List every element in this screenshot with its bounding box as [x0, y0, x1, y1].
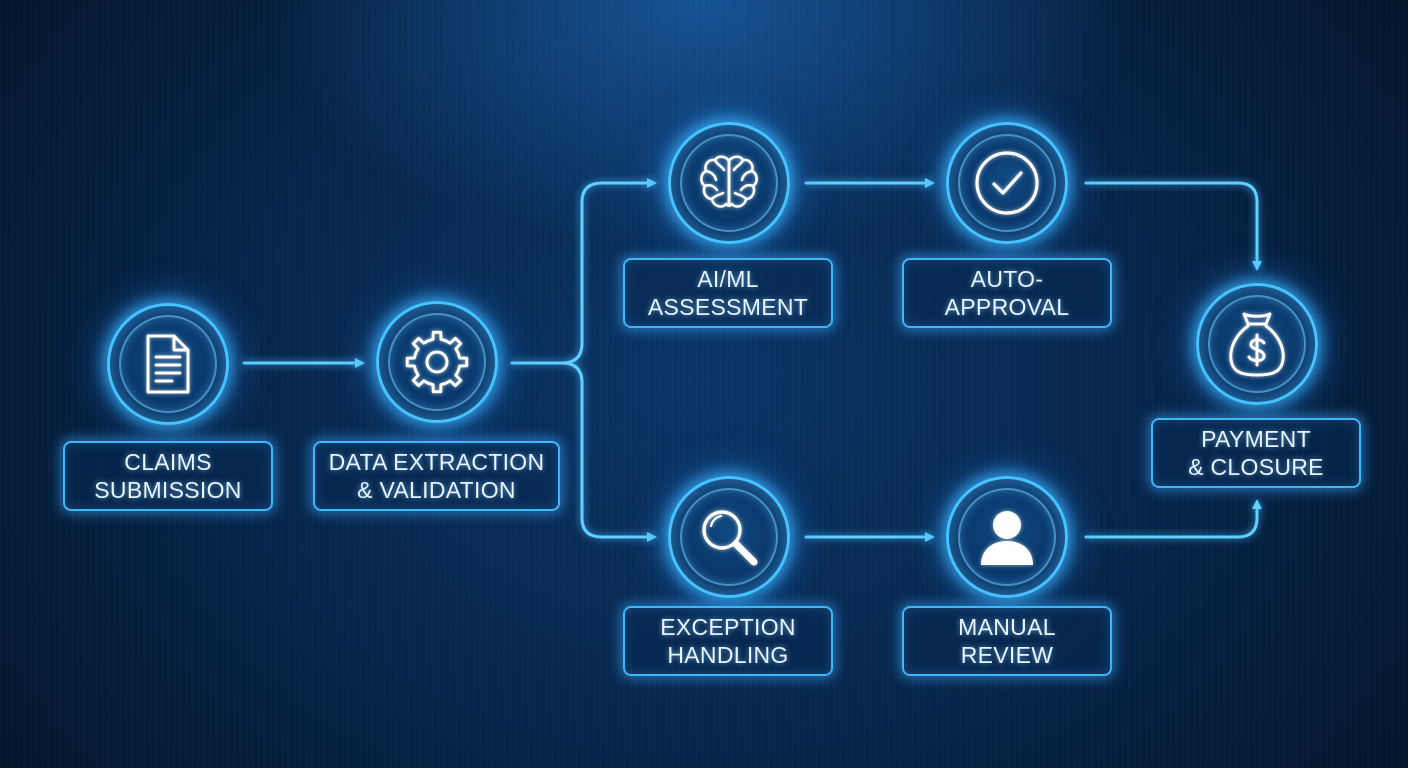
exception-handling-node[interactable]	[668, 476, 790, 598]
data-extraction-label: DATA EXTRACTION & VALIDATION	[313, 441, 560, 511]
manual-review-label: MANUAL REVIEW	[902, 606, 1112, 676]
manual-review-node[interactable]	[946, 476, 1068, 598]
magnifier-icon	[702, 510, 758, 566]
gear-icon	[405, 330, 469, 394]
money-bag-icon	[1229, 312, 1285, 377]
connector-branch-to-exception	[560, 361, 657, 542]
ai-ml-assessment-line2: ASSESSMENT	[647, 294, 809, 320]
auto-approval-label: AUTO- APPROVAL	[902, 258, 1112, 328]
exception-handling-line2: HANDLING	[667, 642, 789, 668]
data-extraction-line1: DATA EXTRACTION	[328, 449, 545, 475]
exception-handling-label: EXCEPTION HANDLING	[623, 606, 833, 676]
exception-handling-line1: EXCEPTION	[660, 614, 796, 640]
claims-submission-node[interactable]	[107, 303, 229, 425]
ai-ml-assessment-label: AI/ML ASSESSMENT	[623, 258, 833, 328]
payment-closure-line1: PAYMENT	[1201, 426, 1311, 452]
brain-icon	[700, 155, 758, 208]
connector-review-to-payment	[1084, 499, 1262, 539]
manual-review-line1: MANUAL	[958, 614, 1056, 640]
data-extraction-node[interactable]	[376, 301, 498, 423]
claims-submission-line2: SUBMISSION	[94, 477, 242, 503]
checkmark-circle-icon	[975, 151, 1039, 215]
claims-submission-line1: CLAIMS	[124, 449, 212, 475]
auto-approval-line1: AUTO-	[970, 266, 1044, 292]
ai-ml-assessment-node[interactable]	[668, 122, 790, 244]
auto-approval-line2: APPROVAL	[944, 294, 1070, 320]
claims-submission-label: CLAIMS SUBMISSION	[63, 441, 273, 511]
connector-branch-to-assessment	[560, 178, 657, 365]
ai-ml-assessment-line1: AI/ML	[697, 266, 759, 292]
payment-closure-label: PAYMENT & CLOSURE	[1151, 418, 1361, 488]
manual-review-line2: REVIEW	[960, 642, 1054, 668]
data-extraction-line2: & VALIDATION	[357, 477, 516, 503]
user-icon	[981, 511, 1033, 565]
document-icon	[146, 334, 190, 394]
connector-approval-to-payment	[1084, 181, 1262, 271]
payment-closure-line2: & CLOSURE	[1188, 454, 1324, 480]
auto-approval-node[interactable]	[946, 122, 1068, 244]
payment-closure-node[interactable]	[1196, 283, 1318, 405]
